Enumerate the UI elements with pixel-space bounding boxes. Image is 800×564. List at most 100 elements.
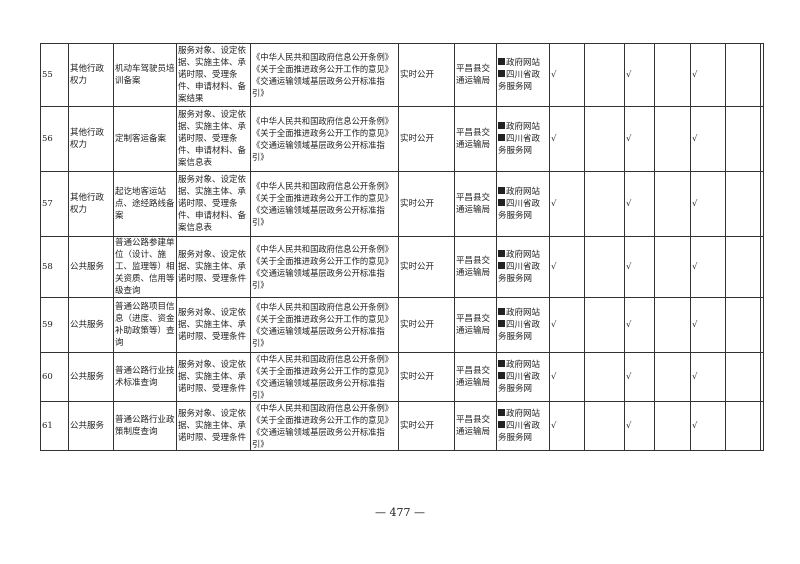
row-number: 61 <box>40 401 69 451</box>
agency: 平昌县交通运输局 <box>454 352 497 402</box>
row-number: 59 <box>40 297 69 353</box>
basis: 《中华人民共和国政府信息公开条例》《关于全面推进政务公开工作的意见》《交通运输领… <box>250 297 399 353</box>
channel: 政府网站 <box>506 122 541 132</box>
timing: 实时公开 <box>398 297 455 353</box>
check-cell: √ <box>549 43 585 107</box>
checkbox-filled-icon <box>498 58 505 65</box>
channels: 政府网站四川省政务服务网 <box>496 171 550 237</box>
basis: 《中华人民共和国政府信息公开条例》《关于全面推进政务公开工作的意见》《交通运输领… <box>250 106 399 172</box>
basis-line: 《关于全面推进政务公开工作的意见》 <box>252 193 394 203</box>
content: 服务对象、设定依据、实施主体、承诺时限、受理条件、申请材料、备案信息表 <box>176 106 251 172</box>
check-cell: √ <box>690 171 726 237</box>
channel: 四川省政务服务网 <box>498 421 541 443</box>
channel: 四川省政务服务网 <box>498 372 541 394</box>
checkbox-filled-icon <box>498 262 505 269</box>
check-cell: √ <box>624 401 655 451</box>
channel: 四川省政务服务网 <box>498 320 541 342</box>
basis: 《中华人民共和国政府信息公开条例》《关于全面推进政务公开工作的意见》《交通运输领… <box>250 43 399 107</box>
basis-line: 《中华人民共和国政府信息公开条例》 <box>252 116 394 126</box>
channels: 政府网站四川省政务服务网 <box>496 236 550 298</box>
basis-line: 《交通运输领域基层政务公开标准指引》 <box>252 140 385 162</box>
channel: 政府网站 <box>506 360 541 370</box>
check-mark: √ <box>692 199 698 209</box>
check-mark: √ <box>626 372 632 382</box>
channels: 政府网站四川省政务服务网 <box>496 43 550 107</box>
category: 公共服务 <box>68 236 114 298</box>
row-number: 56 <box>40 106 69 172</box>
content: 服务对象、设定依据、实施主体、承诺时限、受理条件、申请材料、备案信息表 <box>176 171 251 237</box>
channel: 政府网站 <box>506 308 541 318</box>
agency: 平昌县交通运输局 <box>454 236 497 298</box>
check-cell <box>725 171 761 237</box>
basis-line: 《交通运输领域基层政务公开标准指引》 <box>252 268 385 290</box>
check-cell <box>725 43 761 107</box>
check-cell <box>760 106 764 172</box>
checkbox-filled-icon <box>498 187 505 194</box>
check-mark: √ <box>551 421 557 431</box>
check-cell <box>654 352 691 402</box>
channel: 四川省政务服务网 <box>498 199 541 221</box>
channel: 政府网站 <box>506 409 541 419</box>
checkbox-filled-icon <box>498 199 505 206</box>
basis-line: 《中华人民共和国政府信息公开条例》 <box>252 302 394 312</box>
basis-line: 《关于全面推进政务公开工作的意见》 <box>252 64 394 74</box>
check-cell <box>760 401 764 451</box>
basis: 《中华人民共和国政府信息公开条例》《关于全面推进政务公开工作的意见》《交通运输领… <box>250 352 399 402</box>
basis-line: 《交通运输领域基层政务公开标准指引》 <box>252 326 385 348</box>
check-cell: √ <box>624 352 655 402</box>
check-cell: √ <box>549 106 585 172</box>
content: 服务对象、设定依据、实施主体、承诺时限、受理条件 <box>176 352 251 402</box>
category: 公共服务 <box>68 297 114 353</box>
check-cell: √ <box>690 106 726 172</box>
check-cell <box>760 236 764 298</box>
checkbox-filled-icon <box>498 421 505 428</box>
check-mark: √ <box>692 70 698 80</box>
checkbox-filled-icon <box>498 308 505 315</box>
channels: 政府网站四川省政务服务网 <box>496 297 550 353</box>
check-cell: √ <box>690 401 726 451</box>
agency: 平昌县交通运输局 <box>454 106 497 172</box>
check-cell <box>584 236 625 298</box>
check-mark: √ <box>551 199 557 209</box>
basis-line: 《中华人民共和国政府信息公开条例》 <box>252 403 394 413</box>
check-mark: √ <box>551 134 557 144</box>
check-mark: √ <box>626 421 632 431</box>
check-cell: √ <box>624 171 655 237</box>
channel: 政府网站 <box>506 58 541 68</box>
check-cell: √ <box>690 236 726 298</box>
check-cell <box>584 43 625 107</box>
check-cell: √ <box>549 171 585 237</box>
content: 服务对象、设定依据、实施主体、承诺时限、受理条件 <box>176 401 251 451</box>
checkbox-filled-icon <box>498 122 505 129</box>
basis-line: 《中华人民共和国政府信息公开条例》 <box>252 181 394 191</box>
channel: 四川省政务服务网 <box>498 70 541 92</box>
check-cell: √ <box>549 401 585 451</box>
agency: 平昌县交通运输局 <box>454 297 497 353</box>
timing: 实时公开 <box>398 43 455 107</box>
check-cell <box>584 401 625 451</box>
check-cell: √ <box>549 236 585 298</box>
check-cell <box>725 236 761 298</box>
content: 服务对象、设定依据、实施主体、承诺时限、受理条件 <box>176 236 251 298</box>
check-cell <box>725 106 761 172</box>
row-number: 57 <box>40 171 69 237</box>
item: 普通公路项目信息（进度、资金补助政策等）查询 <box>113 297 177 353</box>
page-number: — 477 — <box>375 506 425 519</box>
table-row: 55 其他行政权力 机动车驾驶员培训备案 服务对象、设定依据、实施主体、承诺时限… <box>40 43 764 107</box>
check-cell: √ <box>549 297 585 353</box>
check-mark: √ <box>551 372 557 382</box>
check-cell: √ <box>624 236 655 298</box>
check-cell <box>760 297 764 353</box>
agency: 平昌县交通运输局 <box>454 171 497 237</box>
basis: 《中华人民共和国政府信息公开条例》《关于全面推进政务公开工作的意见》《交通运输领… <box>250 236 399 298</box>
checkbox-filled-icon <box>498 360 505 367</box>
basis-line: 《中华人民共和国政府信息公开条例》 <box>252 354 394 364</box>
basis-line: 《关于全面推进政务公开工作的意见》 <box>252 314 394 324</box>
basis-line: 《交通运输领域基层政务公开标准指引》 <box>252 76 385 98</box>
row-number: 55 <box>40 43 69 107</box>
check-cell <box>654 43 691 107</box>
basis-line: 《中华人民共和国政府信息公开条例》 <box>252 52 394 62</box>
check-cell <box>654 401 691 451</box>
check-cell <box>725 352 761 402</box>
checkbox-filled-icon <box>498 134 505 141</box>
